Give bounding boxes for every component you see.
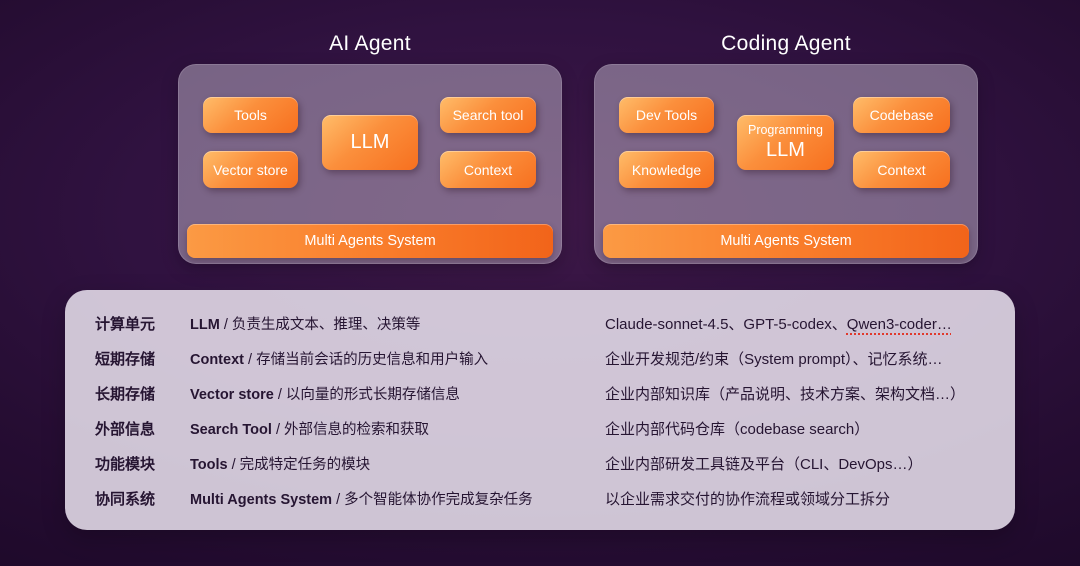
coding-agent-card: Dev Tools Knowledge Programming LLM Code… — [594, 64, 978, 264]
ai-term: Search Tool — [190, 422, 272, 438]
programming-llm-block: Programming LLM — [737, 115, 834, 170]
table-row: 短期存储 Context / 存储当前会话的历史信息和用户输入 企业开发规范/约… — [95, 341, 1005, 376]
ai-agent-cell: Search Tool / 外部信息的检索和获取 — [190, 418, 605, 439]
programming-llm-block-title: LLM — [766, 138, 805, 161]
table-row: 计算单元 LLM / 负责生成文本、推理、决策等 Claude-sonnet-4… — [95, 306, 1005, 341]
coding-text: 以企业需求交付的协作流程或领域分工拆分 — [605, 491, 891, 508]
table-row: 长期存储 Vector store / 以向量的形式长期存储信息 企业内部知识库… — [95, 376, 1005, 411]
ai-agent-cell: Tools / 完成特定任务的模块 — [190, 453, 605, 474]
row-category-label: 短期存储 — [95, 351, 156, 368]
dev-tools-block: Dev Tools — [619, 97, 714, 133]
codebase-block: Codebase — [853, 97, 950, 133]
programming-llm-block-subtitle: Programming — [747, 123, 824, 138]
ai-desc: / 存储当前会话的历史信息和用户输入 — [243, 352, 489, 368]
ai-desc: / 完成特定任务的模块 — [227, 457, 371, 473]
ai-desc: / 负责生成文本、推理、决策等 — [219, 317, 421, 333]
coding-text: 企业内部知识库（产品说明、技术方案、架构文档…） — [605, 386, 966, 403]
coding-text: 企业开发规范/约束（System prompt）、记忆系统… — [605, 351, 943, 368]
ai-desc: / 多个智能体协作完成复杂任务 — [332, 492, 533, 508]
context-block: Context — [853, 151, 950, 188]
coding-agent-cell: 企业开发规范/约束（System prompt）、记忆系统… — [605, 348, 1005, 369]
table-row: 功能模块 Tools / 完成特定任务的模块 企业内部研发工具链及平台（CLI、… — [95, 446, 1005, 481]
coding-marked-text: Qwen3-coder… — [846, 316, 952, 333]
coding-agent-cell: Claude-sonnet-4.5、GPT-5-codex、Qwen3-code… — [605, 313, 1005, 334]
ai-desc: / 以向量的形式长期存储信息 — [273, 387, 460, 403]
row-category-label: 协同系统 — [95, 491, 156, 508]
coding-agent-cell: 企业内部知识库（产品说明、技术方案、架构文档…） — [605, 383, 1005, 404]
comparison-panel: 计算单元 LLM / 负责生成文本、推理、决策等 Claude-sonnet-4… — [65, 290, 1015, 530]
ai-term: Tools — [190, 457, 228, 473]
multi-agents-system-bar: Multi Agents System — [187, 224, 553, 258]
ai-term: Context — [190, 352, 244, 368]
tools-block: Tools — [203, 97, 298, 133]
ai-agent-cell: Context / 存储当前会话的历史信息和用户输入 — [190, 348, 605, 369]
row-category-label: 功能模块 — [95, 456, 156, 473]
coding-agent-cell: 企业内部代码仓库（codebase search） — [605, 418, 1005, 439]
llm-block: LLM — [322, 115, 418, 170]
ai-term: Vector store — [190, 387, 274, 403]
search-tool-block: Search tool — [440, 97, 536, 133]
llm-block-title: LLM — [350, 131, 390, 153]
ai-desc: / 外部信息的检索和获取 — [271, 422, 430, 438]
ai-agent-card: Tools Vector store LLM Search tool Conte… — [178, 64, 562, 264]
ai-agent-cell: LLM / 负责生成文本、推理、决策等 — [190, 313, 605, 334]
coding-text: 企业内部研发工具链及平台（CLI、DevOps…） — [605, 456, 923, 473]
table-row: 协同系统 Multi Agents System / 多个智能体协作完成复杂任务… — [95, 481, 1005, 516]
coding-agent-title: Coding Agent — [721, 32, 851, 55]
coding-agent-cell: 企业内部研发工具链及平台（CLI、DevOps…） — [605, 453, 1005, 474]
coding-text: Claude-sonnet-4.5、GPT-5-codex、 — [605, 316, 847, 333]
ai-term: LLM — [190, 317, 220, 333]
row-category-label: 长期存储 — [95, 386, 156, 403]
coding-text: 企业内部代码仓库（codebase search） — [605, 421, 870, 438]
row-category-label: 计算单元 — [95, 316, 156, 333]
coding-agent-cell: 以企业需求交付的协作流程或领域分工拆分 — [605, 488, 1005, 509]
ai-term: Multi Agents System — [190, 492, 333, 508]
knowledge-block: Knowledge — [619, 151, 714, 188]
vector-store-block: Vector store — [203, 151, 298, 188]
context-block: Context — [440, 151, 536, 188]
row-category-label: 外部信息 — [95, 421, 156, 438]
ai-agent-cell: Vector store / 以向量的形式长期存储信息 — [190, 383, 605, 404]
multi-agents-system-bar: Multi Agents System — [603, 224, 969, 258]
ai-agent-cell: Multi Agents System / 多个智能体协作完成复杂任务 — [190, 488, 605, 509]
table-row: 外部信息 Search Tool / 外部信息的检索和获取 企业内部代码仓库（c… — [95, 411, 1005, 446]
ai-agent-title: AI Agent — [329, 32, 411, 55]
